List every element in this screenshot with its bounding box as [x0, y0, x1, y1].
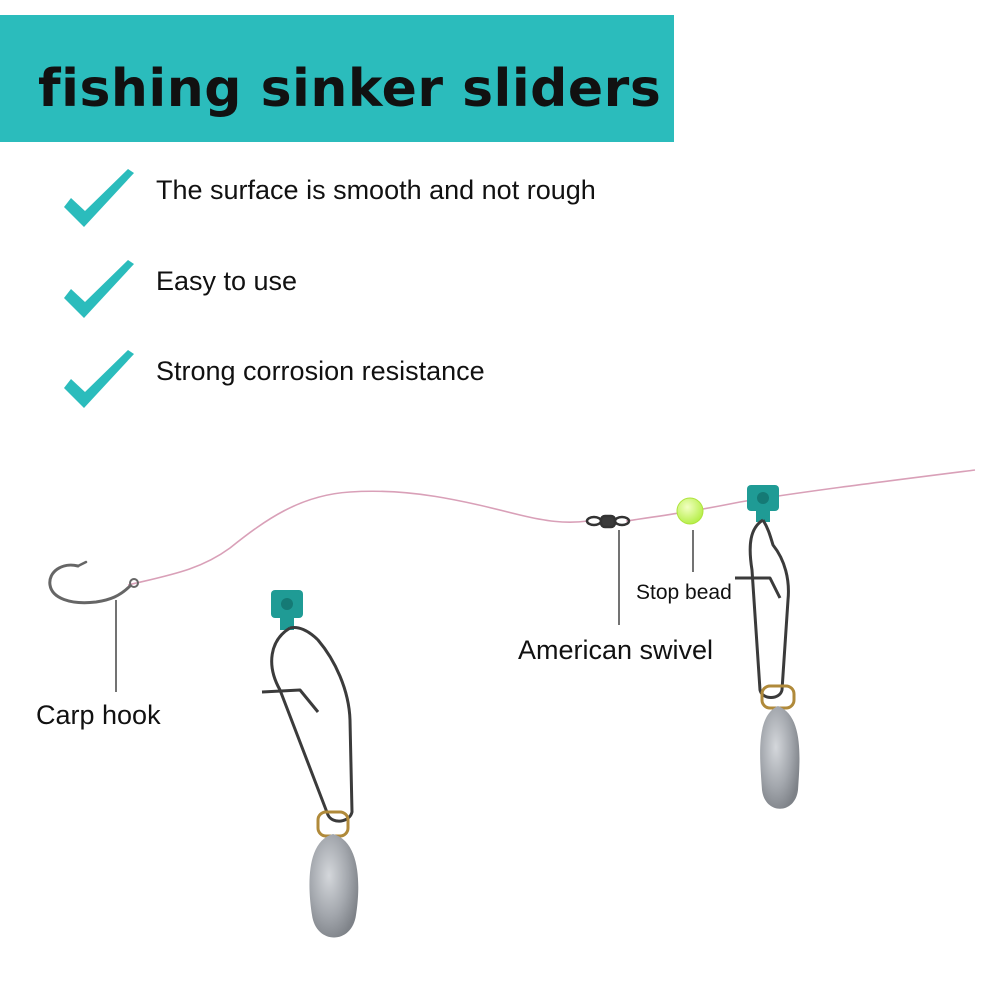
title-banner: fishing sinker sliders — [0, 15, 674, 142]
feature-text: Easy to use — [156, 266, 298, 296]
sinker-slider-on-line — [735, 485, 800, 809]
feature-item: The surface is smooth and not rough — [58, 167, 678, 237]
feature-item: Easy to use — [58, 258, 678, 328]
check-icon — [64, 260, 134, 318]
fishing-line — [127, 490, 589, 586]
page-title: fishing sinker sliders — [38, 59, 662, 119]
carp-hook — [48, 560, 139, 605]
carp-hook-label: Carp hook — [36, 700, 161, 730]
stop-bead-label: Stop bead — [636, 581, 732, 604]
american-swivel — [585, 514, 631, 529]
stop-bead — [676, 497, 704, 525]
sinker-slider — [261, 590, 359, 938]
feature-text: Strong corrosion resistance — [156, 356, 485, 386]
feature-text: The surface is smooth and not rough — [156, 175, 596, 205]
american-swivel-label: American swivel — [518, 635, 714, 665]
check-icon — [64, 350, 134, 408]
feature-item: Strong corrosion resistance — [58, 348, 678, 418]
check-icon — [64, 169, 134, 227]
